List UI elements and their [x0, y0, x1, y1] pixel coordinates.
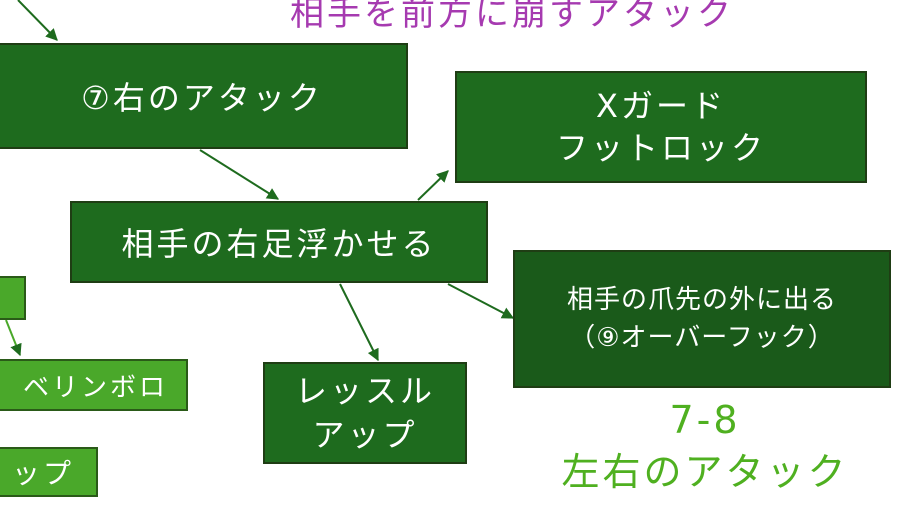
arrow-left-to-berimbolo — [5, 319, 22, 357]
node-up-partial[interactable]: ップ — [0, 447, 98, 497]
header-text: 相手を前方に崩すアタック — [290, 0, 734, 34]
arrow-right-attack-to-float — [199, 149, 280, 200]
node-right-attack[interactable]: ⑦右のアタック — [0, 43, 408, 149]
arrow-float-to-toe-outside — [447, 283, 515, 319]
node-toe-outside-overhook[interactable]: 相手の爪先の外に出る （⑨オーバーフック） — [513, 250, 891, 388]
arrow-top-to-right-attack — [17, 0, 58, 41]
caption-7-8: 7-8 左右のアタック — [561, 398, 849, 494]
arrow-float-to-wrestle-up — [339, 283, 379, 362]
node-float-right-foot[interactable]: 相手の右足浮かせる — [70, 201, 488, 283]
arrow-float-to-xguard — [417, 170, 449, 201]
node-left-partial[interactable] — [0, 276, 26, 320]
node-x-guard-footlock[interactable]: Xガード フットロック — [455, 71, 867, 183]
node-berimbolo[interactable]: ベリンボロ — [0, 359, 188, 411]
node-wrestle-up[interactable]: レッスル アップ — [263, 362, 467, 464]
